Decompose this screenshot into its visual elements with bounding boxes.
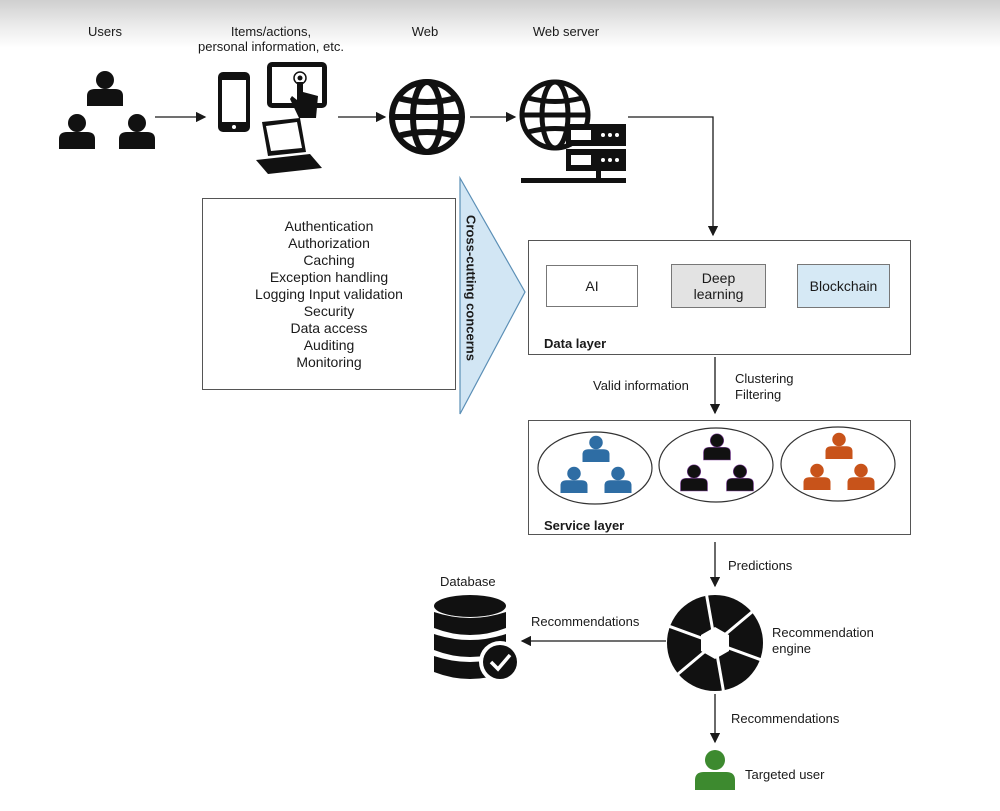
- label-database: Database: [440, 574, 496, 589]
- tablet-touch-icon: [267, 62, 327, 118]
- cluster-orange: [780, 426, 896, 502]
- users-icon: [59, 71, 155, 149]
- label-users: Users: [88, 24, 122, 39]
- web-server-icon: [519, 79, 626, 183]
- laptop-icon: [256, 118, 322, 174]
- label-web: Web: [411, 24, 439, 39]
- deep-learning-line1: Deep: [701, 270, 736, 286]
- concern-item: Authentication: [284, 217, 374, 234]
- concern-item: Caching: [303, 251, 355, 268]
- cross-cutting-list: Authentication Authorization Caching Exc…: [202, 198, 456, 390]
- label-recommendations-left: Recommendations: [531, 614, 640, 629]
- concern-item: Security: [303, 302, 355, 319]
- deep-learning-line2: learning: [693, 286, 744, 302]
- cross-cutting-title: Cross-cutting concerns: [463, 215, 479, 361]
- concern-item: Authorization: [288, 234, 370, 251]
- label-clustering: Clustering: [735, 371, 794, 386]
- cluster-black: [658, 427, 774, 503]
- concern-item: Monitoring: [296, 353, 362, 370]
- service-layer-title: Service layer: [544, 518, 625, 533]
- label-predictions: Predictions: [728, 558, 793, 573]
- data-layer-title: Data layer: [544, 336, 607, 351]
- label-items-line2: personal information, etc.: [198, 39, 344, 54]
- label-engine-line2: engine: [772, 641, 812, 656]
- label-recommendations-down: Recommendations: [731, 711, 840, 726]
- targeted-user-icon: [695, 750, 735, 790]
- arrow-server-datalayer: [628, 116, 719, 237]
- globe-icon: [389, 79, 465, 155]
- ai-box: AI: [546, 265, 638, 307]
- top-shade: [0, 0, 1000, 48]
- label-recommendation-engine: Recommendation engine: [772, 625, 874, 657]
- smartphone-icon: [218, 72, 250, 132]
- label-items-line1: Items/actions,: [230, 24, 312, 39]
- deep-learning-box: Deep learning: [671, 264, 766, 308]
- concern-item: Logging Input validation: [255, 285, 403, 302]
- label-valid-information: Valid information: [593, 378, 689, 393]
- label-web-server: Web server: [532, 24, 600, 39]
- blockchain-box: Blockchain: [797, 264, 890, 308]
- label-targeted-user: Targeted user: [745, 767, 825, 782]
- cross-cutting-arrow: [459, 175, 526, 415]
- concern-item: Exception handling: [269, 268, 389, 285]
- label-filtering: Filtering: [735, 387, 782, 402]
- concern-item: Data access: [290, 319, 368, 336]
- concern-item: Auditing: [303, 336, 355, 353]
- service-layer-box: [528, 420, 911, 535]
- recommendation-engine-icon: [667, 595, 763, 691]
- label-clustering-filtering: Clustering Filtering: [735, 371, 794, 403]
- cluster-blue: [537, 431, 653, 505]
- label-items: Items/actions, personal information, etc…: [198, 24, 344, 54]
- label-engine-line1: Recommendation: [772, 625, 874, 640]
- database-check-icon: [434, 595, 521, 683]
